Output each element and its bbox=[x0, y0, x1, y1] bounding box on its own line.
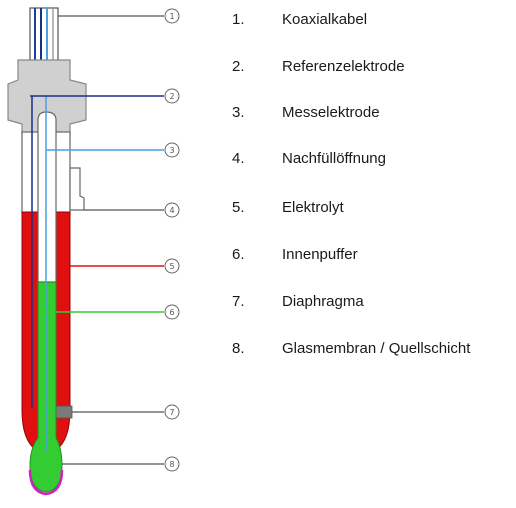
svg-text:1: 1 bbox=[169, 12, 174, 21]
glass-membrane bbox=[28, 469, 64, 496]
svg-text:4: 4 bbox=[169, 206, 174, 215]
svg-text:2: 2 bbox=[169, 92, 174, 101]
svg-text:8: 8 bbox=[169, 460, 174, 469]
svg-text:6: 6 bbox=[169, 308, 174, 317]
callout-2: 2 bbox=[164, 88, 180, 104]
refill-opening bbox=[69, 167, 85, 211]
callout-8: 8 bbox=[164, 456, 180, 472]
svg-text:7: 7 bbox=[169, 408, 174, 417]
inner-glass-tube bbox=[37, 111, 57, 283]
callout-4: 4 bbox=[164, 202, 180, 218]
callout-markers: 1 2 3 4 5 6 7 8 bbox=[164, 8, 180, 472]
diaphragm bbox=[55, 405, 73, 419]
callout-3: 3 bbox=[164, 142, 180, 158]
svg-text:5: 5 bbox=[169, 262, 174, 271]
svg-text:3: 3 bbox=[169, 146, 174, 155]
callout-1: 1 bbox=[164, 8, 180, 24]
leader-lines bbox=[30, 15, 164, 465]
callout-5: 5 bbox=[164, 258, 180, 274]
callout-6: 6 bbox=[164, 304, 180, 320]
callout-7: 7 bbox=[164, 404, 180, 420]
